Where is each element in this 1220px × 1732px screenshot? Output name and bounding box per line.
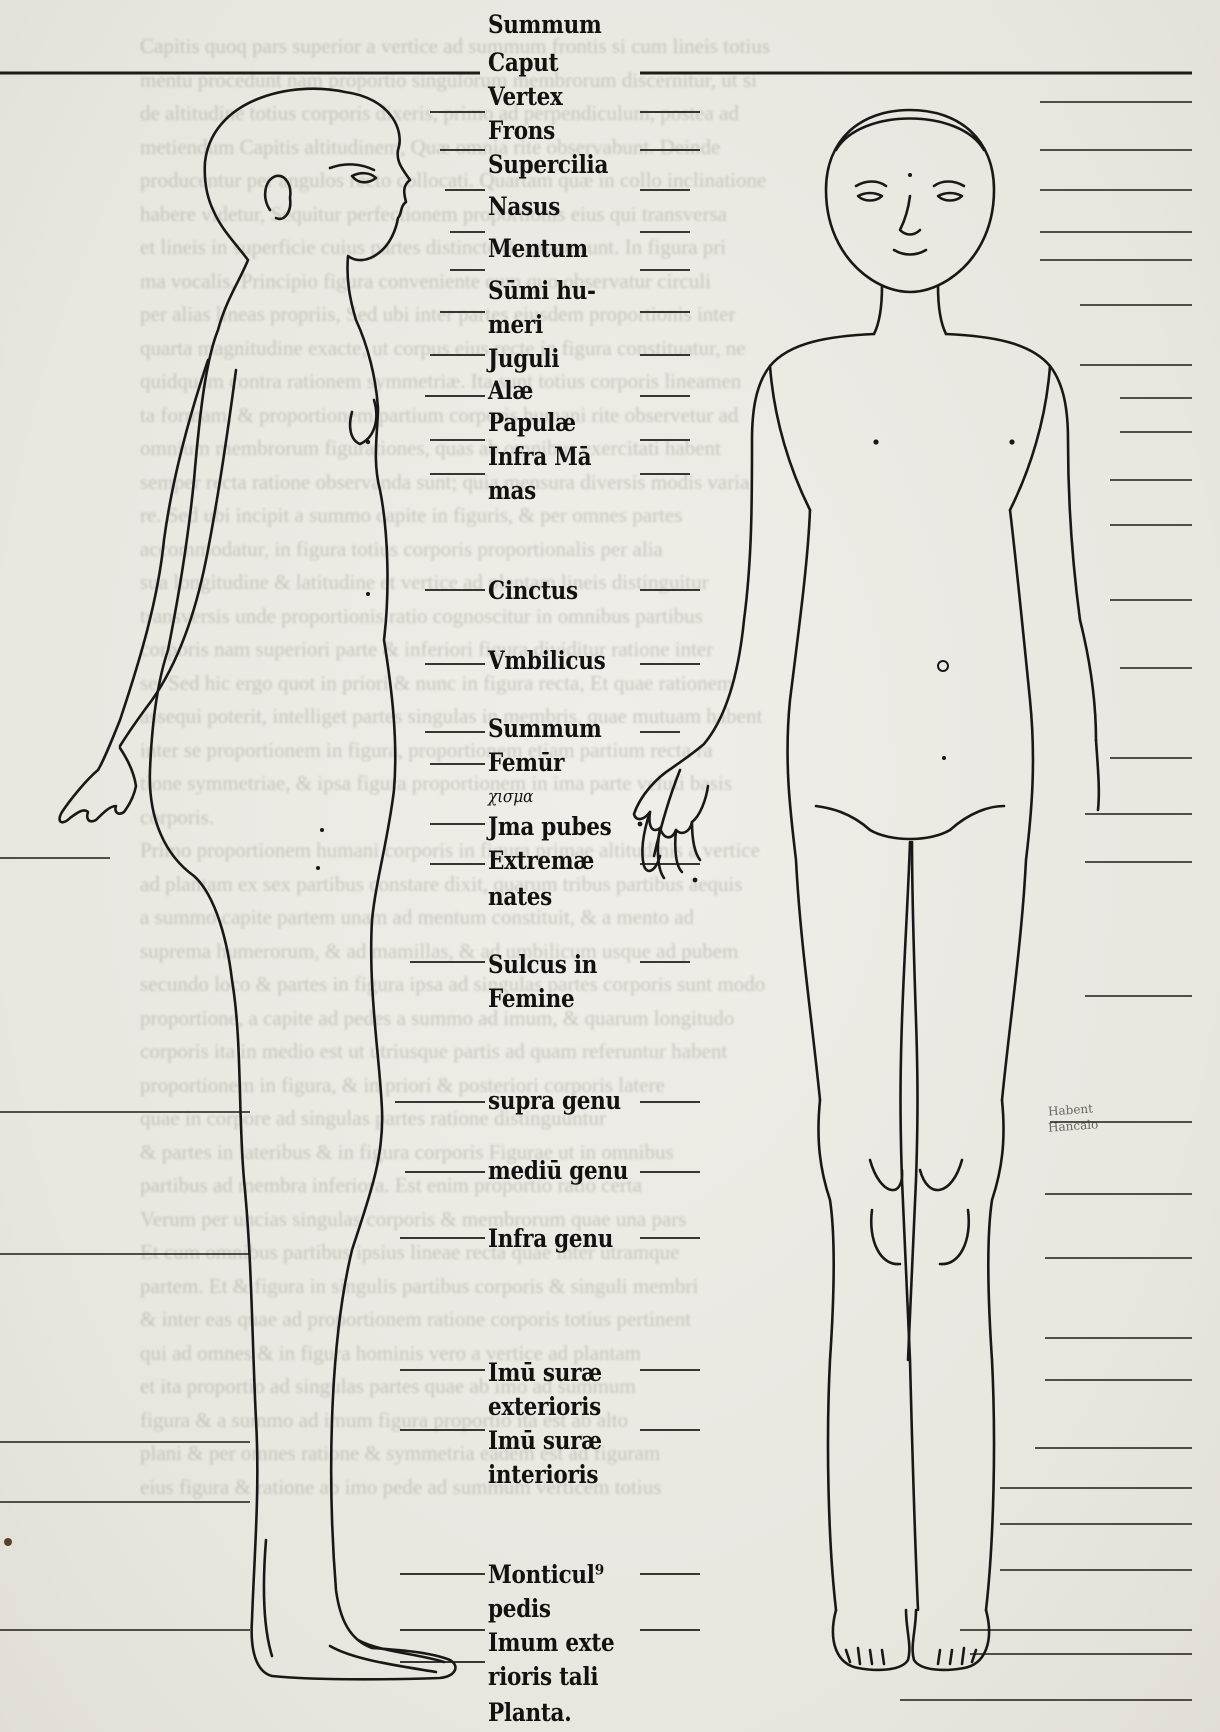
anatomy-label: Alæ bbox=[488, 374, 533, 408]
anatomy-label: Juguli bbox=[488, 342, 559, 376]
anatomy-label: Nasus bbox=[488, 190, 560, 224]
anatomy-label: mediū genu bbox=[488, 1154, 628, 1188]
anatomy-label: pedis bbox=[488, 1592, 551, 1626]
left-guide-lines bbox=[0, 73, 480, 1630]
right-guide-lines bbox=[640, 73, 1192, 1700]
anatomy-label: Jma pubes bbox=[488, 810, 612, 844]
anatomy-label: Monticul⁹ bbox=[488, 1558, 604, 1592]
anatomy-label: Mentum bbox=[488, 232, 588, 266]
anatomy-label: Femine bbox=[488, 982, 574, 1016]
anatomy-label: meri bbox=[488, 308, 543, 342]
anatomy-label: exterioris bbox=[488, 1390, 601, 1424]
left-tick-marks bbox=[395, 112, 485, 1662]
anatomy-label: supra genu bbox=[488, 1084, 621, 1118]
anatomy-label: Summum bbox=[488, 712, 601, 746]
anatomy-label: Vertex bbox=[488, 80, 563, 114]
anatomy-label: Sulcus in bbox=[488, 948, 597, 982]
anatomy-label: Imum exte bbox=[488, 1626, 614, 1660]
anatomy-label: Sūmi hu- bbox=[488, 274, 596, 308]
anatomy-label: Papulæ bbox=[488, 406, 576, 440]
anatomy-label: χισμα bbox=[488, 786, 533, 808]
anatomy-label: Extremæ bbox=[488, 844, 594, 878]
anatomy-label: Caput bbox=[488, 46, 558, 80]
anatomy-label: Planta. bbox=[488, 1696, 571, 1730]
anatomy-label: Cinctus bbox=[488, 574, 578, 608]
anatomy-label: Imū suræ bbox=[488, 1424, 602, 1458]
profile-figure bbox=[60, 89, 456, 1680]
anatomy-label: Frons bbox=[488, 114, 555, 148]
anatomy-label: rioris tali bbox=[488, 1660, 598, 1694]
anatomy-label: mas bbox=[488, 474, 536, 508]
anatomy-label: Vmbilicus bbox=[488, 644, 605, 678]
anatomy-label: Femūr bbox=[488, 746, 564, 780]
anatomy-label: Infra genu bbox=[488, 1222, 613, 1256]
anatomy-label: interioris bbox=[488, 1458, 598, 1492]
anatomy-label: Summum bbox=[488, 8, 601, 42]
frontal-figure bbox=[634, 110, 1099, 1670]
anatomy-label: Infra Mā bbox=[488, 440, 591, 474]
anatomy-label: Supercilia bbox=[488, 148, 608, 182]
anatomy-label: nates bbox=[488, 880, 552, 914]
anatomy-label: Imū suræ bbox=[488, 1356, 602, 1390]
